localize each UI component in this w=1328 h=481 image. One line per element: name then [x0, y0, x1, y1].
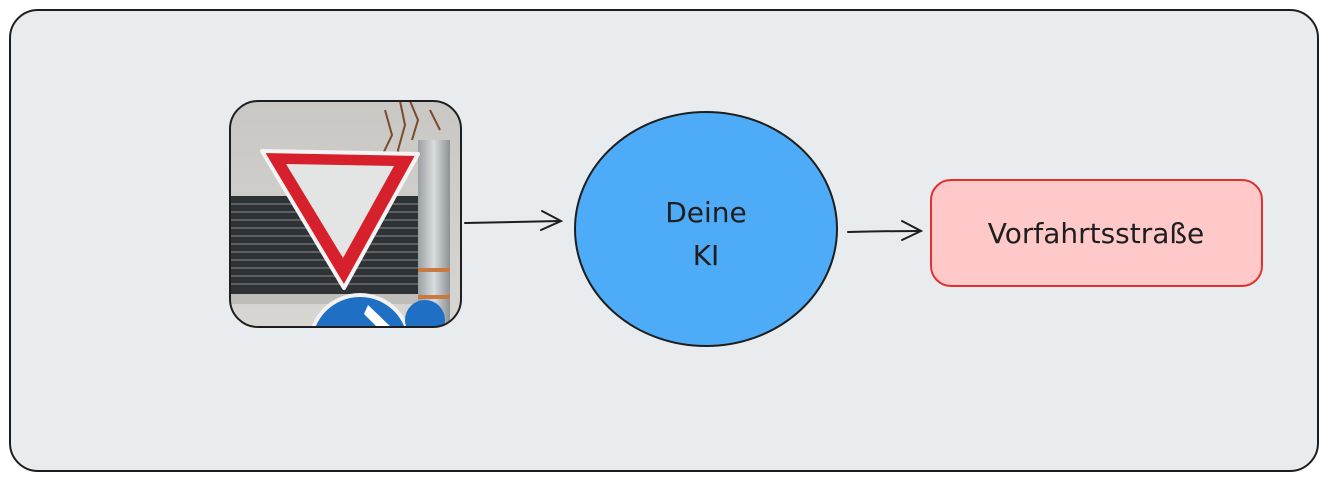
model-label-line2: KI	[693, 239, 720, 272]
yield-sign	[260, 149, 420, 290]
output-node	[930, 179, 1263, 287]
output-label: Vorfahrtsstraße	[988, 217, 1205, 250]
arrow-model-to-output	[847, 220, 924, 241]
input-photo-border	[229, 100, 462, 328]
arrow-input-to-model	[464, 210, 564, 231]
model-node	[574, 111, 838, 347]
blue-direction-sign	[308, 293, 445, 327]
input-photo	[230, 101, 461, 327]
model-label-line1: Deine	[665, 196, 747, 229]
